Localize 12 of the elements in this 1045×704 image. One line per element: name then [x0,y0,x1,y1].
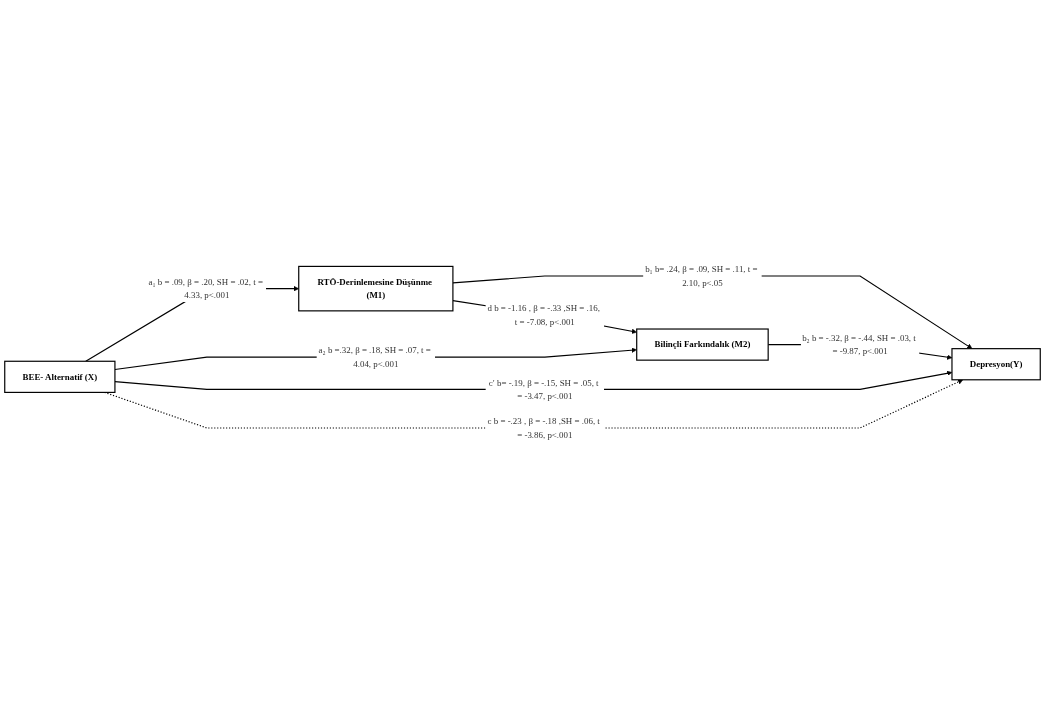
edge-label: a₂ b =.32, β = .18, SH = .07, t = 4.04, p<.001 [318,345,431,369]
edge-label: d b = -1.16 , β = -.33 ,SH = .16, t = -7.08, p<.001 [487,303,600,327]
edge-label: b₁ b= .24, β = .09, SH = .11, t = 2.10, p<.05 [645,264,758,288]
edge-label: a₁ b = .09, β = .20, SH = .02, t = 4.33, p<.001 [148,277,263,300]
edge-label: c′ b= -.19, β = -.15, SH = .05, t = -3.47, p<.001 [488,377,599,401]
node-box: RTÖ-Derinlemesine Düşünme (M1) [298,265,454,312]
node-box: Bilinçli Farkındalık (M2) [636,328,769,361]
node-box: BEE- Alternatif (X) [4,360,116,393]
edge-label: b₂ b = -.32, β = -.44, SH = .03, t = -9.87, p<.001 [802,333,916,356]
arrow [452,275,973,349]
edge-label: c b = -.23 , β = -.18 ,SH = .06, t = -3.86, p<.001 [487,416,600,440]
node-box: Depresyon(Y) [951,348,1041,381]
